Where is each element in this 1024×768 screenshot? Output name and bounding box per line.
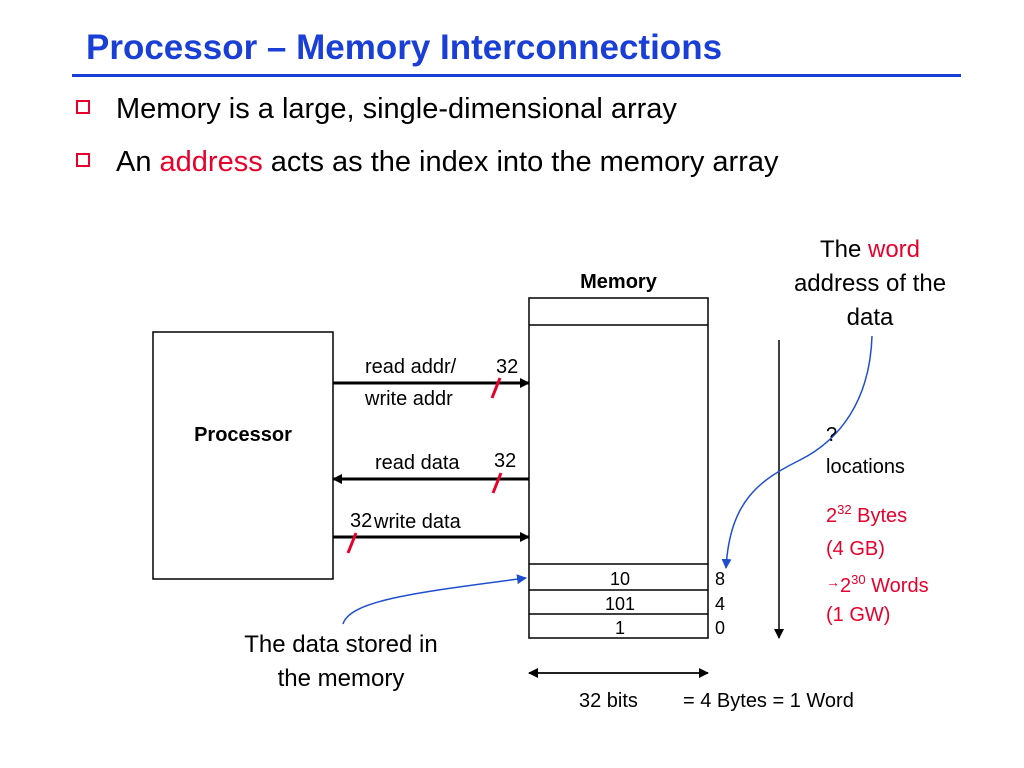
- bytes-exponent: 32: [837, 502, 852, 517]
- word-address-pre: The: [819, 236, 868, 263]
- bullet-square-icon: [76, 100, 90, 115]
- write-addr-label: write addr: [365, 388, 453, 410]
- bullet-2-post: acts as the index into the memory array: [262, 146, 779, 178]
- locations-question: ?: [826, 424, 838, 446]
- write-bus-width-slash: [346, 532, 358, 554]
- bytes-unit: Bytes: [851, 505, 908, 527]
- word-address-highlight: word: [868, 236, 921, 263]
- capacity-bytes: 232 Bytes: [826, 500, 907, 533]
- memory-cell-value: 101: [604, 594, 636, 614]
- write-data-label: write data: [374, 511, 461, 533]
- memory-cell-address: 8: [715, 569, 726, 589]
- capacity-words: →230 Words: [826, 566, 929, 603]
- memory-box: [528, 297, 709, 639]
- address-bus-width: 32: [496, 356, 519, 378]
- memory-cell-address: 4: [715, 594, 726, 614]
- word-address-line2: address of the: [793, 270, 947, 297]
- processor-label: Processor: [194, 424, 292, 446]
- data-stored-line2: the memory: [277, 665, 405, 692]
- right-arrow-icon: →: [826, 574, 840, 590]
- bytes-base: 2: [826, 505, 838, 527]
- read-bus-width-slash: [491, 472, 503, 494]
- bullet-1: Memory is a large, single-dimensional ar…: [76, 93, 677, 126]
- processor-box: [152, 331, 334, 580]
- capacity-gw: (1 GW): [826, 604, 891, 626]
- slide-title: Processor – Memory Interconnections: [86, 28, 723, 67]
- write-bus-width: 32: [350, 510, 373, 532]
- bullet-square-icon: [76, 153, 90, 168]
- word-address-callout: [721, 335, 873, 569]
- words-unit: Words: [865, 575, 929, 597]
- read-addr-label: read addr/: [365, 356, 457, 378]
- word-address-line3: data: [846, 304, 894, 331]
- data-stored-note: The data stored in the memory: [216, 628, 466, 696]
- memory-cell-address: 0: [715, 618, 726, 638]
- bullet-2-highlight: address: [159, 146, 263, 178]
- words-base: 2: [840, 575, 852, 597]
- memory-label: Memory: [580, 271, 657, 293]
- words-exponent: 30: [851, 572, 866, 587]
- data-stored-callout: [342, 574, 527, 625]
- word-address-note: The word address of the data: [770, 233, 970, 335]
- bullet-2-pre: An: [116, 146, 160, 178]
- memory-cell-value: 10: [609, 569, 631, 589]
- memory-cell-value: 1: [614, 618, 625, 638]
- address-bus-width-slash: [490, 377, 502, 399]
- word-width-equivalence: = 4 Bytes = 1 Word: [683, 690, 854, 712]
- read-bus-width: 32: [494, 450, 517, 472]
- read-data-label: read data: [375, 452, 460, 474]
- data-stored-line1: The data stored in: [244, 631, 438, 658]
- capacity-gb: (4 GB): [826, 538, 885, 560]
- word-width-bits: 32 bits: [579, 690, 638, 712]
- bullet-1-text: Memory is a large, single-dimensional ar…: [116, 93, 677, 125]
- bullet-2: An address acts as the index into the me…: [76, 146, 779, 179]
- locations-label: locations: [826, 456, 905, 478]
- title-underline: [72, 74, 961, 77]
